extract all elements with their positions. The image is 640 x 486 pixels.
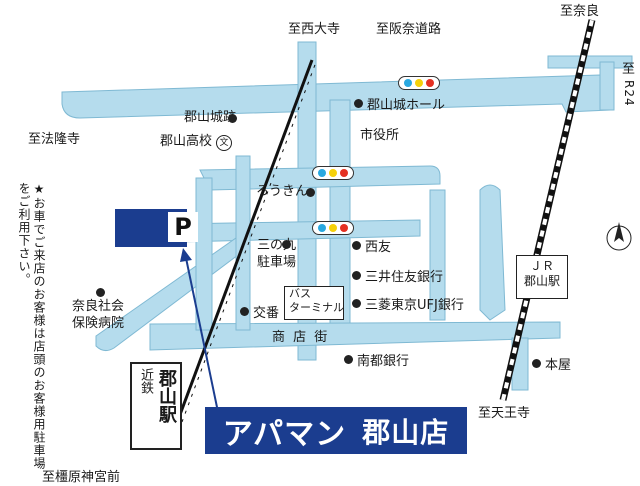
nanto-label: 南都銀行	[357, 354, 410, 369]
store-banner: アパマン 郡山店	[205, 407, 467, 454]
access-arrow	[180, 248, 219, 413]
landmark-castle-ruins: 郡山城跡	[184, 110, 236, 125]
dir-nara: 至奈良	[560, 4, 600, 19]
bus-terminal-label: バス ターミナル	[289, 287, 344, 314]
parking-note: ★お車でご来店のお客様は店頭のお客様用駐車場をご利用下さい。	[17, 182, 46, 470]
poi-dot-icon	[354, 99, 363, 108]
bus-terminal: バス ターミナル	[284, 286, 344, 320]
traffic-signal	[312, 166, 354, 180]
poi-dot-icon	[228, 114, 237, 123]
dir-horyuji: 至法隆寺	[28, 132, 81, 147]
road-r24	[599, 61, 615, 111]
jr-station-label: 郡山駅	[523, 274, 560, 288]
landmark-high-school: 郡山高校文	[160, 134, 233, 151]
brand-name: アパマン	[222, 416, 347, 452]
landmark-nishitomo: 西友	[352, 240, 391, 255]
castle-hall-label: 郡山城ホール	[367, 98, 446, 113]
jr-railway	[499, 19, 596, 401]
nishitomo-label: 西友	[365, 240, 392, 255]
landmark-shotengai: 商 店 街	[272, 330, 330, 345]
landmark-mitsui: 三井住友銀行	[352, 270, 443, 285]
dir-r24-to: 至	[622, 62, 636, 77]
landmark-rokin: ろうきん	[256, 184, 309, 199]
kintetsu-station: 近鉄 郡山駅	[130, 362, 182, 450]
road-shotengai	[149, 321, 561, 351]
landmark-nanto: 南都銀行	[344, 354, 409, 369]
poi-dot-icon	[306, 188, 315, 197]
poi-dot-icon	[282, 240, 291, 249]
dir-nishioji: 至西大寺	[288, 22, 341, 37]
poi-dot-icon	[352, 241, 361, 250]
landmark-castle-hall: 郡山城ホール	[354, 98, 445, 113]
parking-icon: P	[168, 212, 198, 242]
landmark-hospital: 奈良社会 保険病院	[72, 299, 125, 331]
kintetsu-station-label: 郡山駅	[156, 369, 177, 423]
dir-tennoji: 至天王寺	[478, 406, 531, 421]
koban-label: 交番	[253, 306, 280, 321]
poi-dot-icon	[532, 359, 541, 368]
high-school-label: 郡山高校	[160, 134, 213, 149]
poi-dot-icon	[352, 299, 361, 308]
landmark-city-hall: 市役所	[360, 128, 400, 143]
landmark-honya: 本屋	[532, 358, 571, 373]
poi-dot-icon	[240, 307, 249, 316]
north-arrow-icon	[606, 222, 632, 251]
traffic-signal	[398, 76, 440, 90]
landmark-mitsubishi: 三菱東京UFJ銀行	[352, 298, 464, 313]
traffic-signal	[312, 221, 354, 235]
road-north	[297, 41, 317, 361]
kintetsu-line-label: 近鉄	[138, 368, 153, 394]
dir-hanna: 至阪奈道路	[376, 22, 442, 37]
roads	[61, 41, 633, 391]
kintetsu-railway	[176, 59, 317, 423]
poi-dot-icon	[96, 288, 105, 297]
honya-label: 本屋	[545, 358, 572, 373]
branch-name: 郡山店	[362, 415, 450, 449]
jr-station: ＪＲ 郡山駅	[516, 255, 568, 299]
road-west	[195, 177, 213, 331]
castle-ruins-label: 郡山城跡	[184, 110, 237, 125]
dir-kashihara: 至橿原神宮前	[42, 470, 121, 485]
jr-line-label: ＪＲ	[529, 259, 554, 273]
poi-dot-icon	[344, 355, 353, 364]
mitsubishi-label: 三菱東京UFJ銀行	[365, 298, 464, 313]
mitsui-label: 三井住友銀行	[365, 270, 444, 285]
road-to-nara	[547, 55, 633, 69]
school-icon: 文	[216, 135, 233, 151]
dir-r24: R24	[622, 80, 636, 107]
landmark-koban: 交番	[240, 306, 279, 321]
poi-dot-icon	[352, 271, 361, 280]
road-east	[429, 189, 446, 321]
road-east-curve	[479, 184, 506, 321]
